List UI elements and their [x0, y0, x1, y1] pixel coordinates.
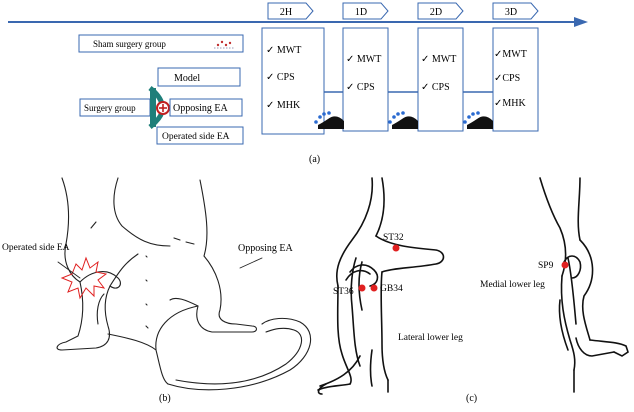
acupoint-gb34 — [370, 284, 378, 292]
sham-group-box: Sham surgery group — [78, 34, 244, 53]
test-box-3d: ✓MWT ✓CPS ✓MHK — [492, 27, 539, 132]
operated-ea-box: Operated side EA — [156, 126, 244, 145]
panel-b-rat — [56, 177, 312, 391]
test-box-1d: ✓ MWT ✓ CPS — [342, 27, 389, 132]
svg-text:✓ MWT: ✓ MWT — [266, 45, 301, 56]
panel-c-label: (c) — [466, 393, 477, 404]
opposing-pointer-line — [239, 257, 263, 269]
test-box-2h: ✓ MWT ✓ CPS ✓ MHK — [261, 27, 325, 135]
panel-a-timeline: 2H 1D 2D 3D Sham surgery group — [8, 2, 588, 165]
acupuncture-symbol-icon — [148, 86, 170, 129]
ea-burst-icon — [60, 256, 108, 300]
ea-device-icon — [463, 111, 493, 129]
operated-pointer-line — [57, 261, 81, 279]
opposing-label: Opposing EA — [238, 243, 294, 254]
svg-text:✓ CPS: ✓ CPS — [346, 82, 375, 93]
medial-lower-leg-label: Medial lower leg — [480, 280, 545, 290]
lateral-lower-leg-label: Lateral lower leg — [398, 333, 463, 343]
acupoint-st36 — [358, 284, 366, 292]
time-tag-3d: 3D — [492, 2, 539, 20]
svg-text:✓CPS: ✓CPS — [494, 73, 520, 84]
acupoint-st32 — [392, 244, 400, 252]
svg-text:3D: 3D — [505, 7, 517, 18]
rat-outline — [56, 177, 312, 391]
acupoint-label-st32: ST32 — [383, 233, 404, 243]
svg-text:✓ CPS: ✓ CPS — [421, 82, 450, 93]
time-tag-1d: 1D — [342, 2, 389, 20]
ea-device-icon — [314, 111, 344, 129]
svg-text:✓ MWT: ✓ MWT — [346, 54, 381, 65]
svg-text:2H: 2H — [280, 7, 292, 18]
acupoint-sp9 — [561, 261, 569, 269]
time-tag-2d: 2D — [417, 2, 464, 20]
test-box-2d: ✓ MWT ✓ CPS — [417, 27, 464, 132]
panel-b-label: (b) — [159, 393, 171, 404]
svg-text:✓MWT: ✓MWT — [494, 49, 527, 60]
svg-text:Opposing EA: Opposing EA — [173, 103, 229, 114]
sham-dots-icon — [214, 40, 234, 49]
svg-text:Surgery group: Surgery group — [84, 103, 136, 113]
svg-text:Sham surgery group: Sham surgery group — [93, 39, 166, 49]
svg-text:✓ MHK: ✓ MHK — [266, 100, 301, 111]
svg-text:✓ MWT: ✓ MWT — [421, 54, 456, 65]
svg-text:2D: 2D — [430, 7, 442, 18]
time-tag-2h: 2H — [267, 2, 314, 20]
panel-a-label: (a) — [309, 154, 320, 165]
acupoint-label-st36: ST36 — [333, 287, 354, 297]
svg-text:✓MHK: ✓MHK — [494, 98, 526, 109]
panel-c-legs — [317, 177, 629, 395]
time-axis-arrowhead — [574, 17, 588, 27]
ea-device-icon — [388, 111, 418, 129]
surgery-group-box: Surgery group — [79, 98, 151, 117]
opposing-ea-box: Opposing EA — [169, 98, 243, 117]
operated-side-label: Operated side EA — [2, 243, 70, 253]
svg-text:1D: 1D — [355, 7, 367, 18]
acupoint-label-sp9: SP9 — [538, 261, 554, 271]
svg-text:Operated side EA: Operated side EA — [162, 132, 230, 142]
acupoint-label-gb34: GB34 — [380, 284, 403, 294]
medial-leg-outline — [539, 177, 629, 393]
rat-dashes — [90, 221, 195, 329]
svg-text:Model: Model — [174, 73, 200, 84]
model-box: Model — [157, 67, 241, 87]
lateral-leg-outline — [317, 177, 445, 395]
svg-text:✓ CPS: ✓ CPS — [266, 72, 295, 83]
